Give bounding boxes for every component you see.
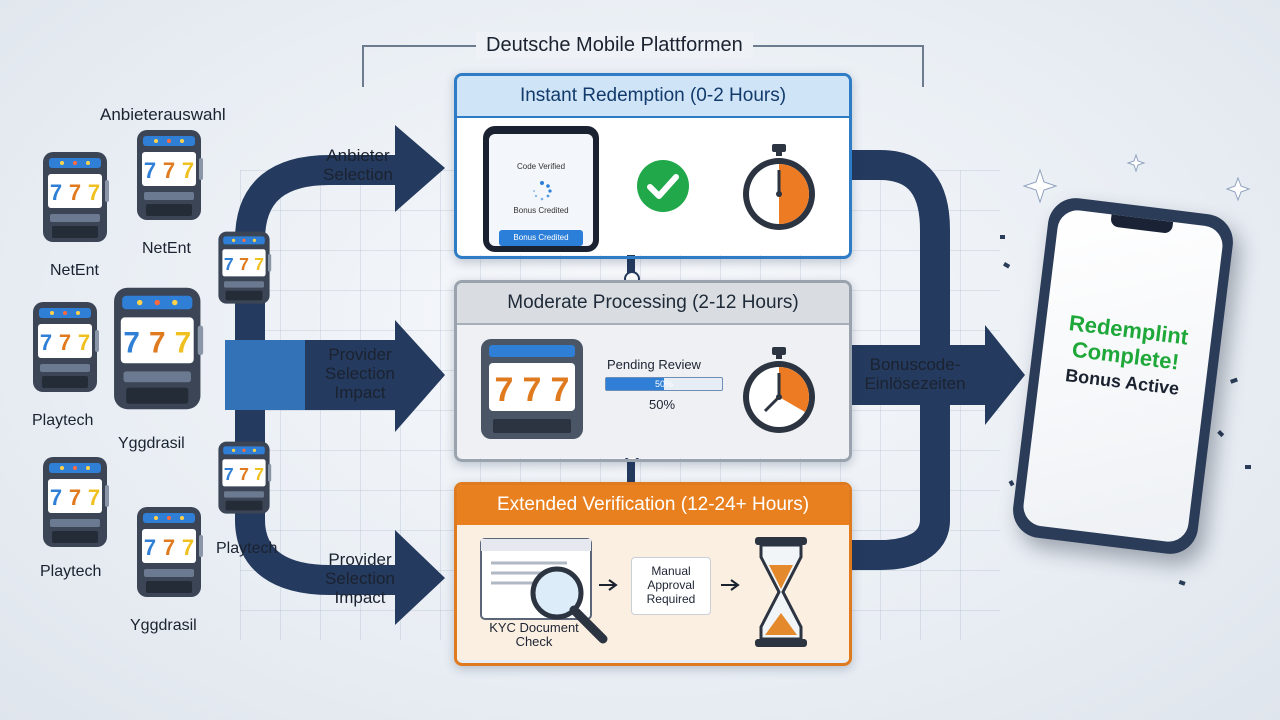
arrow-top: [395, 125, 445, 212]
svg-text:7: 7: [40, 330, 52, 355]
progress-value: 50%: [654, 379, 673, 389]
svg-text:7: 7: [144, 535, 156, 560]
flow-label-middle: Provider Selection Impact: [325, 345, 395, 402]
svg-text:7: 7: [69, 180, 81, 205]
stage-connector: [627, 455, 635, 485]
pending-review-label: Pending Review: [607, 357, 701, 372]
stage-moderate-title: Moderate Processing (2-12 Hours): [457, 283, 849, 325]
stage-moderate: Moderate Processing (2-12 Hours) 7 7 7 P…: [454, 280, 852, 462]
manual-approval-label: Manual Approval Required: [646, 564, 696, 606]
phone-icon: Code Verified Bonus Credited Bonus Credi…: [483, 126, 599, 252]
svg-text:7: 7: [88, 485, 100, 510]
stage-extended: Extended Verification (12-24+ Hours) KYC…: [454, 482, 852, 666]
stage-connector: [627, 252, 635, 282]
svg-text:7: 7: [163, 535, 175, 560]
page-title: Deutsche Mobile Plattformen: [476, 32, 753, 59]
svg-text:7: 7: [69, 485, 81, 510]
providers-section-label: Anbieterauswahl: [100, 105, 226, 124]
provider-name: Playtech: [40, 563, 102, 580]
arrow-right-icon: [721, 579, 740, 591]
svg-text:7: 7: [50, 180, 62, 205]
phone-status-verified: Code Verified: [516, 162, 566, 171]
hourglass-icon: [755, 537, 807, 647]
svg-text:7: 7: [59, 330, 71, 355]
progress-bar: 50%: [605, 377, 723, 391]
kyc-document-icon: [480, 538, 608, 644]
flow-label-output: Bonuscode-Einlösezeiten: [864, 355, 966, 393]
svg-text:7: 7: [254, 464, 264, 484]
kyc-document-label: KYC Document Check: [489, 620, 579, 649]
svg-text:7: 7: [123, 326, 140, 359]
phone-status-credited: Bonus Credited: [513, 206, 569, 215]
manual-approval-box: Manual Approval Required: [631, 557, 711, 615]
provider-name: Playtech: [216, 540, 278, 557]
svg-text:7: 7: [254, 254, 264, 274]
svg-text:7: 7: [224, 254, 234, 274]
svg-text:7: 7: [50, 485, 62, 510]
arrow-output: [848, 325, 1025, 425]
svg-text:7: 7: [224, 464, 234, 484]
slot-machine-icon: 7 7 7: [481, 339, 583, 439]
svg-text:7: 7: [239, 464, 249, 484]
svg-text:7: 7: [78, 330, 90, 355]
progress-fill: [606, 378, 664, 390]
arrow-right-icon: [599, 579, 618, 591]
svg-text:7: 7: [144, 158, 156, 183]
stage-instant: Instant Redemption (0-2 Hours) Code Veri…: [454, 73, 852, 259]
provider-name: NetEnt: [50, 262, 99, 279]
arrow-bottom: [395, 530, 445, 625]
svg-text:7: 7: [495, 371, 514, 409]
provider-name: Yggdrasil: [130, 617, 197, 634]
check-icon: [637, 160, 689, 212]
svg-text:7: 7: [551, 371, 570, 409]
progress-caption: 50%: [649, 397, 676, 412]
provider-name: NetEnt: [142, 240, 191, 257]
svg-text:7: 7: [175, 326, 192, 359]
svg-text:7: 7: [163, 158, 175, 183]
loading-spinner-icon: [532, 181, 552, 201]
svg-text:7: 7: [182, 158, 194, 183]
flow-label-top: Anbieter Selection: [323, 146, 393, 184]
svg-text:7: 7: [239, 254, 249, 274]
provider-name: Playtech: [32, 412, 94, 429]
stopwatch-icon: [743, 347, 815, 433]
svg-text:7: 7: [182, 535, 194, 560]
provider-name: Yggdrasil: [118, 435, 185, 452]
svg-text:7: 7: [523, 371, 542, 409]
stopwatch-icon: [743, 144, 815, 230]
stage-extended-title: Extended Verification (12-24+ Hours): [457, 485, 849, 525]
bonus-credited-button[interactable]: Bonus Credited: [499, 230, 583, 246]
stage-instant-title: Instant Redemption (0-2 Hours): [457, 76, 849, 118]
svg-text:7: 7: [149, 326, 166, 359]
svg-text:7: 7: [88, 180, 100, 205]
flow-label-bottom: Provider Selection Impact: [325, 550, 395, 607]
